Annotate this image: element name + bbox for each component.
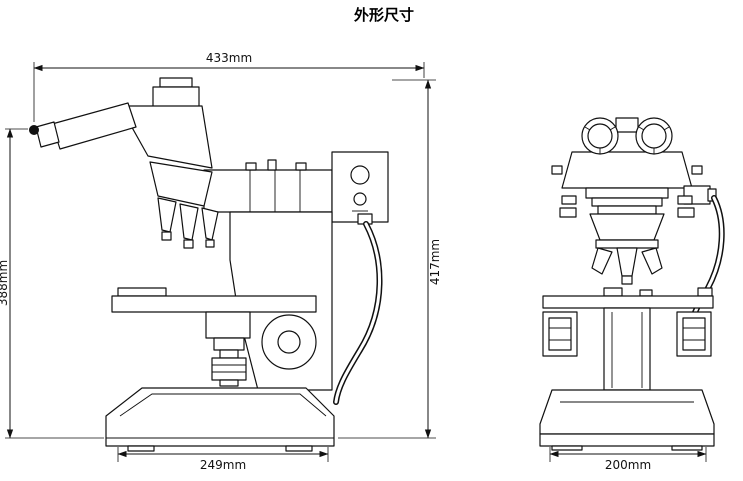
turret-band bbox=[595, 239, 659, 249]
base-foot bbox=[127, 445, 155, 452]
stage-knob bbox=[211, 357, 247, 381]
head-bridge bbox=[615, 117, 639, 133]
filter-slider-knob bbox=[267, 159, 277, 171]
stage-handle bbox=[697, 287, 713, 297]
dimension-label-left-height: 388mm bbox=[0, 260, 10, 306]
front-view-drawing bbox=[539, 117, 725, 451]
dimension-label-right-height: 417mm bbox=[428, 239, 442, 285]
stage-front bbox=[542, 295, 714, 309]
base-slab bbox=[539, 433, 715, 447]
side-knob bbox=[677, 195, 693, 205]
drawing-title: 外形尺寸 bbox=[353, 6, 414, 24]
side-knob bbox=[677, 207, 695, 218]
nosepiece-turret-front bbox=[589, 213, 665, 241]
dimension-label-front-base-width: 200mm bbox=[605, 458, 651, 472]
objective-lens bbox=[201, 207, 219, 241]
stage-clip bbox=[117, 287, 167, 297]
lamp-adjust-knob bbox=[353, 192, 367, 206]
side-knob bbox=[559, 207, 577, 218]
stage-knob bbox=[219, 349, 239, 359]
dimension-label-side-base-width: 249mm bbox=[200, 458, 246, 472]
filter-slider-knob bbox=[245, 162, 257, 171]
stage-bracket bbox=[205, 311, 251, 339]
stage bbox=[111, 295, 317, 313]
phototube-cap bbox=[159, 77, 193, 88]
illuminator-tube bbox=[203, 169, 333, 213]
objective-lens bbox=[591, 247, 613, 275]
dimension-right-height: 417mm bbox=[338, 79, 442, 439]
fine-focus-left bbox=[548, 317, 572, 351]
filter-slider-knob bbox=[295, 162, 307, 171]
objective-lens bbox=[616, 247, 638, 277]
objective-tip bbox=[183, 239, 194, 249]
stage-fitting bbox=[639, 289, 653, 297]
dimension-front-base-width: 200mm bbox=[549, 447, 707, 472]
dovetail-ring bbox=[597, 205, 657, 215]
base-foot bbox=[671, 445, 703, 451]
support-column bbox=[603, 307, 651, 391]
side-view-drawing bbox=[29, 77, 389, 452]
camera-port-cap bbox=[707, 188, 717, 202]
eyepiece-reference-dot bbox=[29, 125, 39, 135]
lamp-adjust-knob bbox=[350, 165, 370, 185]
base bbox=[105, 387, 335, 447]
eyepiece bbox=[35, 121, 60, 148]
head-screw bbox=[691, 165, 703, 175]
eyepiece-tube bbox=[51, 102, 137, 150]
observation-head-front bbox=[561, 151, 693, 189]
dimension-label-overall-width: 433mm bbox=[206, 51, 252, 65]
lamp-house bbox=[331, 151, 389, 223]
eyepiece-right bbox=[635, 117, 673, 155]
objective-tip bbox=[205, 239, 215, 248]
dimension-left-height: 388mm bbox=[0, 128, 104, 439]
power-cable bbox=[333, 213, 383, 405]
base-front bbox=[539, 389, 715, 435]
base-contour bbox=[119, 393, 327, 417]
fine-focus-right bbox=[682, 317, 706, 351]
objective-lens bbox=[179, 203, 199, 241]
observation-head bbox=[119, 105, 213, 169]
objective-lens bbox=[157, 197, 177, 233]
objective-tip bbox=[621, 275, 633, 285]
objective-tip bbox=[161, 231, 172, 241]
nosepiece-turret bbox=[149, 161, 213, 207]
stage-fitting bbox=[603, 287, 623, 297]
dovetail-ring bbox=[591, 197, 663, 207]
head-screw bbox=[551, 165, 563, 175]
dimension-overall-width: 433mm bbox=[33, 51, 425, 122]
eyepiece-left bbox=[581, 117, 619, 155]
base-foot bbox=[285, 445, 313, 452]
fine-focus-knob bbox=[277, 330, 301, 354]
side-knob bbox=[561, 195, 577, 205]
dovetail-ring bbox=[585, 187, 669, 199]
objective-lens bbox=[641, 247, 663, 275]
stage-knob bbox=[213, 337, 245, 351]
stage-knob bbox=[219, 379, 239, 387]
dimension-side-base-width: 249mm bbox=[117, 447, 329, 472]
base-foot bbox=[551, 445, 583, 451]
